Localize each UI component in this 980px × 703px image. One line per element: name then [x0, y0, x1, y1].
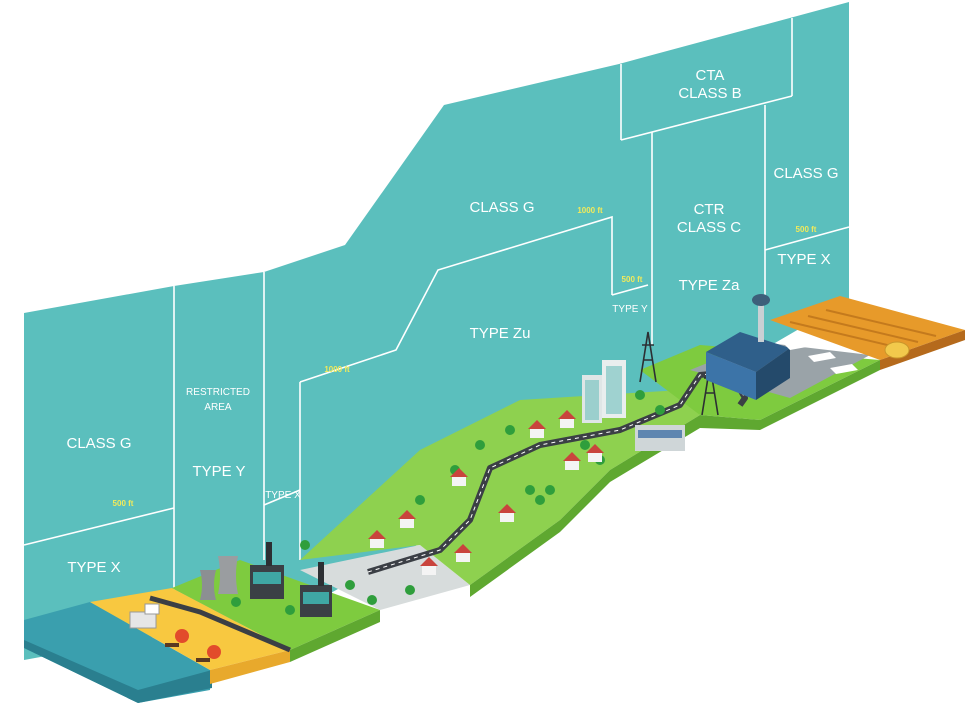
control-tower-icon — [758, 302, 764, 342]
label-type-za: TYPE Za — [679, 277, 741, 294]
terminal-icon — [706, 332, 790, 372]
label-type-y-left: TYPE Y — [192, 463, 245, 480]
label-type-zu: TYPE Zu — [470, 325, 531, 342]
tree-icon — [635, 390, 645, 400]
altitude-markers: 500 ft 1000 ft 1000 ft 500 ft 500 ft — [113, 206, 817, 508]
alt-center-500: 500 ft — [622, 275, 643, 284]
tree-icon — [655, 405, 665, 415]
farm-field — [770, 296, 965, 360]
sea — [24, 602, 210, 703]
airport — [706, 294, 858, 400]
zone-dividers — [23, 18, 850, 590]
house-icon — [454, 544, 472, 562]
tree-icon — [405, 585, 415, 595]
house-icon — [398, 510, 416, 528]
airplane-icon — [830, 364, 858, 374]
label-ctr-2: CLASS C — [677, 219, 741, 236]
hay-bale-icon — [884, 341, 910, 359]
tree-icon — [300, 540, 310, 550]
label-type-x-left: TYPE X — [67, 559, 120, 576]
tree-icon — [545, 485, 555, 495]
house-icon — [498, 504, 516, 522]
tree-icon — [535, 495, 545, 505]
alt-center-1000: 1000 ft — [577, 206, 603, 215]
houses — [368, 410, 604, 575]
house-icon — [368, 530, 386, 548]
label-type-x-mid: TYPE X — [265, 490, 301, 501]
label-restricted-1: RESTRICTED — [186, 387, 250, 398]
tree-icon — [505, 425, 515, 435]
tree-icon — [231, 597, 241, 607]
umbrella-icon — [207, 645, 221, 659]
house-icon — [558, 410, 576, 428]
lifeguard-hut-icon — [129, 611, 157, 629]
house-icon — [450, 468, 468, 486]
tree-icon — [367, 595, 377, 605]
town-area — [300, 390, 700, 585]
alt-left-500: 500 ft — [113, 499, 134, 508]
tree-icon — [285, 605, 295, 615]
beach — [90, 588, 290, 670]
cooling-tower-icon — [218, 556, 238, 594]
label-class-g-right: CLASS G — [773, 165, 838, 182]
pylon-icon — [639, 331, 657, 383]
road — [149, 595, 291, 653]
label-cta-2: CLASS B — [678, 85, 741, 102]
airplane-icon — [808, 352, 836, 362]
zone-labels: CLASS G TYPE X RESTRICTED AREA TYPE Y TY… — [66, 67, 838, 576]
house-icon — [563, 452, 581, 470]
label-class-g-center: CLASS G — [469, 199, 534, 216]
label-ctr-1: CTR — [694, 201, 725, 218]
beach-items — [129, 603, 221, 662]
cooling-tower-icon — [200, 570, 216, 600]
airplane-icon — [784, 340, 812, 350]
tree-icon — [475, 440, 485, 450]
tree-icon — [580, 440, 590, 450]
house-icon — [528, 420, 546, 438]
tree-icon — [525, 485, 535, 495]
label-class-g-left: CLASS G — [66, 435, 131, 452]
umbrella-icon — [175, 629, 189, 643]
alt-mid-1000: 1000 ft — [324, 365, 350, 374]
airspace-wall — [24, 2, 849, 660]
label-cta-1: CTA — [696, 67, 725, 84]
tree-icon — [345, 580, 355, 590]
house-icon — [420, 557, 438, 575]
label-type-y-small: TYPE Y — [612, 304, 648, 315]
tree-icon — [415, 495, 425, 505]
label-restricted-2: AREA — [204, 402, 232, 413]
alt-right-500: 500 ft — [796, 225, 817, 234]
trees — [231, 390, 665, 615]
house-icon — [586, 444, 604, 462]
city-buildings — [582, 360, 685, 451]
industrial-buildings — [200, 542, 332, 617]
label-type-x-right: TYPE X — [777, 251, 830, 268]
